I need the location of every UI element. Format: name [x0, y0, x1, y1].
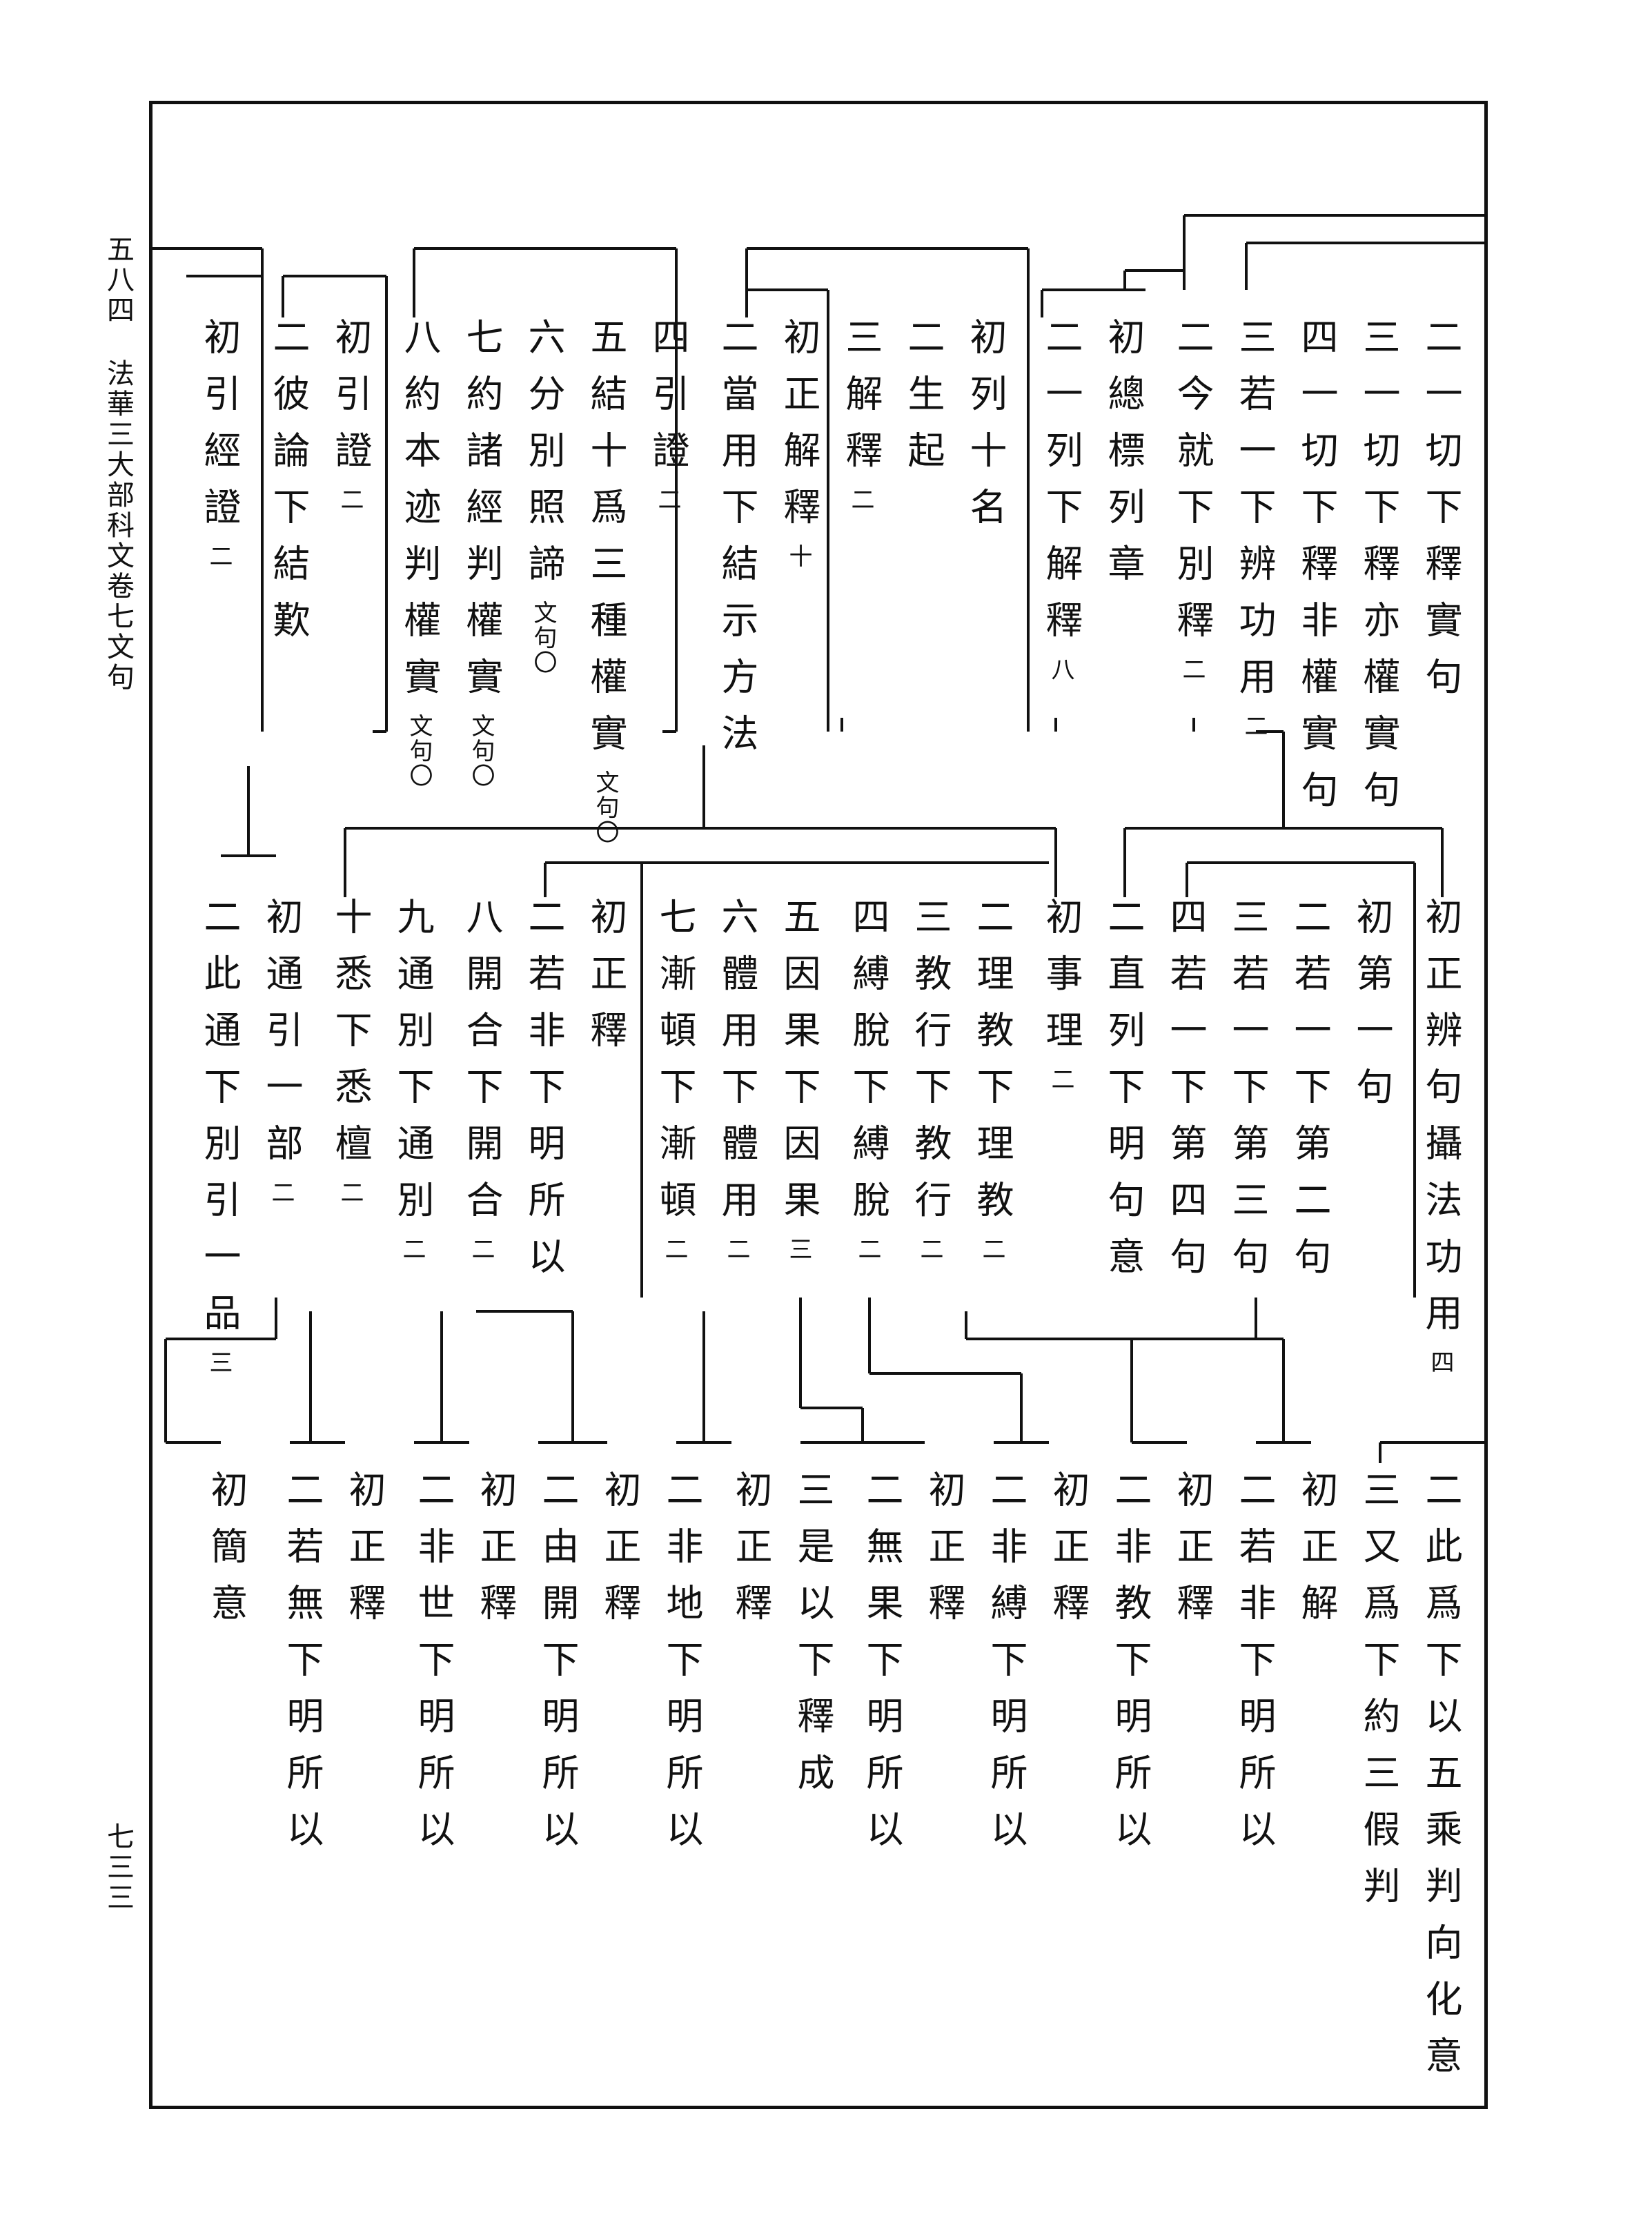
tier3-col-19: 二若無下明所以 [280, 1470, 324, 1866]
tier3-col-18: 初正釋 [342, 1470, 386, 1640]
tier2-col-7: 初事理二 [1039, 897, 1083, 1092]
tier2-col-15: 二若非下明所以 [522, 897, 565, 1293]
tier1-col-15: 六分別照諦文句〇 [522, 317, 565, 675]
tier2-col-12: 六體用下體用二 [715, 897, 758, 1262]
tier2-col-18: 十悉下悉檀二 [328, 897, 372, 1205]
tier2-col-8: 二理教下理教二 [970, 897, 1014, 1262]
tier3-col-6: 二非教下明所以 [1108, 1470, 1152, 1866]
tier1-col-4: 三若一下辨功用二 [1232, 317, 1276, 738]
tier1-col-19: 二彼論下結歎 [266, 317, 310, 657]
tier1-col-5: 二今就下別釋二 [1170, 317, 1214, 682]
tier2-col-5: 四若一下第四句 [1163, 897, 1207, 1293]
tier3-col-17: 二非世下明所以 [411, 1470, 455, 1866]
tier1-col-7: 二一列下解釋八 [1039, 317, 1083, 682]
tier3-col-7: 初正釋 [1046, 1470, 1090, 1640]
tier3-col-4: 二若非下明所以 [1232, 1470, 1276, 1866]
tier1-col-13: 四引證二 [646, 317, 689, 512]
tier2-col-10: 四縛脫下縛脫二 [846, 897, 889, 1262]
tier2-col-17: 九通別下通別二 [391, 897, 434, 1262]
tier1-col-10: 三解釋二 [839, 317, 883, 512]
tier3-col-9: 初正釋 [922, 1470, 965, 1640]
tier2-col-2: 初第一句 [1350, 897, 1393, 1124]
tier2-col-14: 初正釋 [584, 897, 627, 1067]
page-head: 五八四 [102, 235, 134, 326]
tier2-col-19: 初通引一部二 [259, 897, 303, 1205]
tier2-col-9: 三教行下教行二 [908, 897, 952, 1262]
tier2-col-1: 初正辨句攝法功用四 [1419, 897, 1462, 1375]
tier3-col-16: 初正釋 [473, 1470, 517, 1640]
book-title: 法華三大部科文卷七文句 [102, 359, 134, 693]
tier1-col-3: 四一切下釋非權實句 [1295, 317, 1338, 827]
tier1-col-11: 初正解釋十 [777, 317, 820, 569]
tier3-col-8: 二非縛下明所以 [984, 1470, 1027, 1866]
tier2-col-6: 二直列下明句意 [1101, 897, 1145, 1293]
page-frame [149, 101, 1488, 2109]
tier2-col-3: 二若一下第二句 [1288, 897, 1331, 1293]
tier1-col-1: 二一切下釋實句 [1419, 317, 1462, 714]
tier1-col-18: 初引證二 [328, 317, 372, 512]
tier3-col-2: 三又爲下約三假判 [1357, 1470, 1400, 1923]
tier2-col-4: 三若一下第三句 [1226, 897, 1269, 1293]
tier1-col-20: 初引經證二 [197, 317, 241, 569]
tier3-col-20: 初簡意 [204, 1470, 248, 1640]
tier2-col-20: 二此通下別引一品三 [197, 897, 241, 1375]
tier1-col-6: 初總標列章 [1101, 317, 1145, 600]
tier3-col-3: 初正解 [1295, 1470, 1338, 1640]
tier3-col-10: 二無果下明所以 [860, 1470, 903, 1866]
tier1-col-8: 初列十名 [963, 317, 1007, 544]
tier1-col-9: 二生起 [901, 317, 945, 487]
tier3-col-1: 二此爲下以五乘判向化意 [1419, 1470, 1462, 2093]
tier3-col-11: 三是以下釋成 [791, 1470, 834, 1810]
tier1-col-16: 七約諸經判權實文句〇 [460, 317, 503, 788]
tier1-col-14: 五結十爲三種權實文句〇 [584, 317, 627, 845]
tier2-col-13: 七漸頓下漸頓二 [653, 897, 696, 1262]
tier3-col-14: 初正釋 [598, 1470, 641, 1640]
tier2-col-11: 五因果下因果三 [777, 897, 820, 1262]
tier1-col-17: 八約本迹判權實文句〇 [397, 317, 441, 788]
tier3-col-12: 初正釋 [729, 1470, 772, 1640]
tier2-col-16: 八開合下開合二 [460, 897, 503, 1262]
tier1-col-2: 三一切下釋亦權實句 [1357, 317, 1400, 827]
tier3-col-5: 初正釋 [1170, 1470, 1214, 1640]
folio-number: 七三三 [102, 1822, 134, 1913]
tier3-col-13: 二非地下明所以 [660, 1470, 703, 1866]
tier3-col-15: 二由開下明所以 [535, 1470, 579, 1866]
tier1-col-12: 二當用下結示方法 [715, 317, 758, 770]
